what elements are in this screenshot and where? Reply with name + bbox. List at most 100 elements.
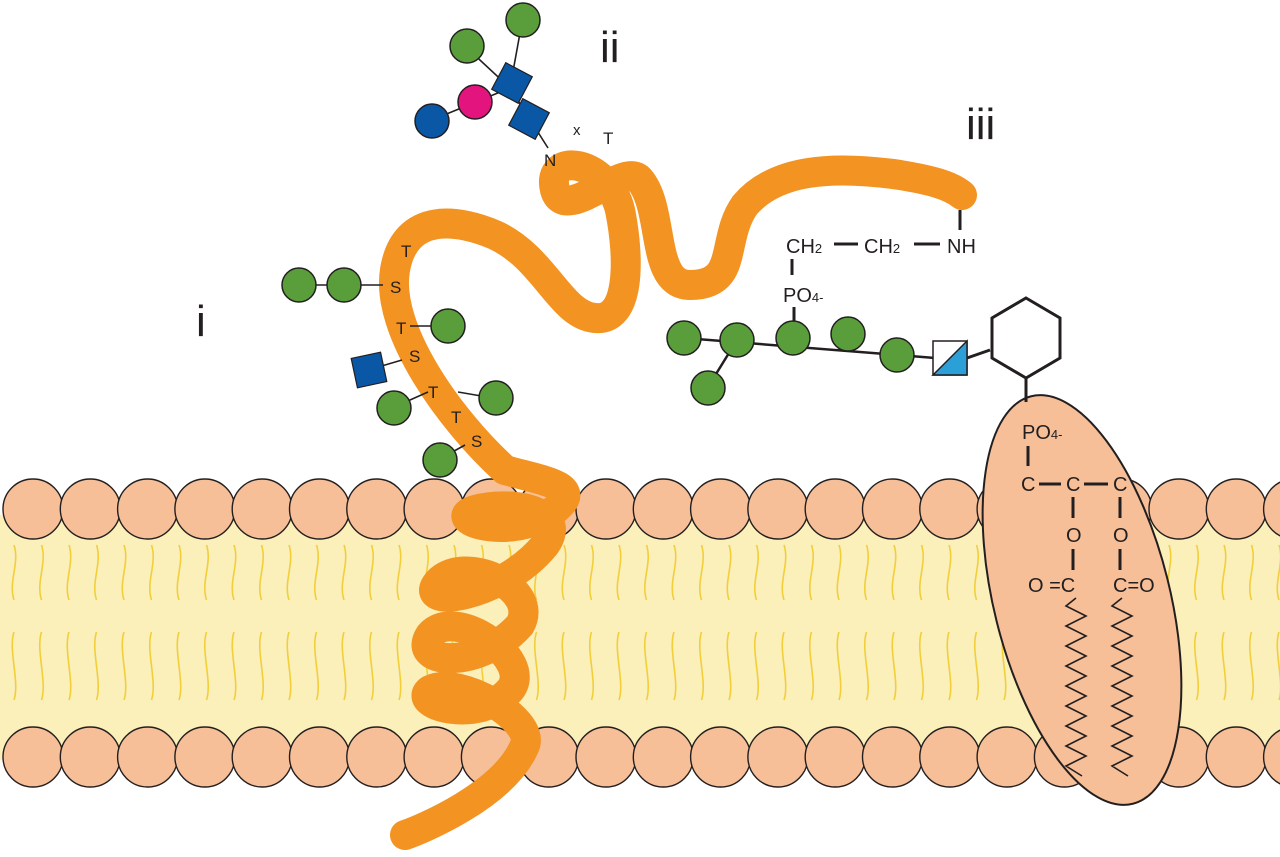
glycerol-c2: C	[1066, 474, 1080, 496]
n-motif-threonine: T	[603, 129, 613, 148]
glcnac-square-icon	[490, 61, 534, 105]
lipid-tail	[396, 631, 402, 701]
gpi-ch2-b-sub: 2	[893, 241, 900, 256]
lipid-tail	[726, 544, 732, 601]
lipid-head	[2, 478, 64, 540]
galactose-circle-icon	[422, 442, 458, 478]
lipid-tail	[1221, 544, 1227, 601]
mannose-circle-icon	[830, 316, 866, 352]
lipid-head	[288, 726, 351, 788]
lipid-tail	[836, 544, 842, 601]
lipid-tail	[11, 631, 17, 701]
gpi-phosphate-top-charge: 4-	[812, 290, 824, 305]
lipid-head	[747, 478, 809, 540]
lipid-tail	[726, 631, 732, 701]
lipid-tail	[231, 631, 237, 701]
glycerol-c3: C	[1113, 474, 1127, 496]
lipid-tail	[671, 544, 677, 601]
carbonyl-right: C=O	[1113, 575, 1155, 597]
lipid-head	[575, 478, 637, 540]
glucosamine-split-square-icon	[931, 339, 968, 376]
mannose-circle-icon	[719, 322, 755, 358]
gpi-anchor: NH CH2 CH2 PO4- PO4- C C C O O	[666, 210, 1155, 777]
lipid-tail	[864, 544, 869, 601]
residue-label: S	[471, 432, 482, 451]
gpi-nh: NH	[947, 236, 976, 258]
lipid-head	[1205, 726, 1268, 788]
lipid-head	[919, 478, 981, 540]
residue-label: S	[409, 347, 420, 366]
o-glycans	[281, 267, 514, 478]
lipid-head	[59, 726, 122, 788]
lipid-head	[861, 726, 924, 788]
lipid-tail	[369, 544, 374, 601]
inositol-hexagon-icon	[990, 296, 1062, 380]
lipid-tail	[918, 631, 925, 701]
galactose-circle-icon	[326, 267, 362, 303]
lipid-tail	[836, 631, 842, 701]
lipid-head	[346, 726, 408, 788]
lipid-tail	[946, 631, 952, 701]
n-motif-any-residue: x	[573, 122, 581, 139]
lipid-head	[116, 726, 179, 788]
lipid-tail	[1276, 631, 1280, 701]
lipid-head	[116, 478, 179, 540]
lipid-tail	[368, 631, 375, 701]
gpi-phosphate-top: PO	[783, 285, 812, 307]
lipid-tail	[341, 544, 347, 601]
lipid-tail	[286, 631, 292, 701]
lipid-head	[919, 726, 981, 788]
lipid-tail	[1249, 544, 1254, 601]
lipid-tail	[341, 631, 347, 701]
o-glycosylation-residues: T S T S T T S	[390, 242, 482, 451]
lipid-tail	[808, 631, 815, 701]
lipid-tail	[644, 544, 649, 601]
lipid-head	[747, 726, 809, 788]
mannose-circle-icon	[690, 370, 726, 406]
residue-label: T	[396, 319, 406, 338]
fatty-acid-chain-right	[1110, 597, 1134, 777]
lipid-head	[174, 726, 236, 788]
lipid-tail	[148, 631, 155, 701]
lipid-tail	[314, 544, 319, 601]
lipid-tail	[946, 544, 952, 601]
lipid-tail	[919, 544, 924, 601]
residue-label: T	[401, 242, 411, 261]
glcnac-square-icon	[507, 97, 551, 141]
glcnac-square-icon	[350, 351, 388, 389]
lipid-head	[689, 726, 752, 788]
lipid-tail	[1248, 631, 1255, 701]
lipid-tail	[231, 544, 237, 601]
residue-label: T	[451, 408, 461, 427]
lipid-tail	[974, 544, 979, 601]
gpi-lipid-body	[981, 394, 1183, 806]
svg-text:PO4-: PO4-	[1022, 422, 1062, 444]
n-motif-asparagine: N	[544, 151, 556, 170]
lipid-head	[976, 726, 1038, 788]
lipid-heads-inner-leaflet	[2, 726, 1280, 788]
lipid-tail	[39, 544, 44, 601]
lipid-tail	[1193, 631, 1200, 701]
lipid-tail	[891, 544, 897, 601]
galactose-circle-icon	[505, 2, 541, 38]
lipid-tail	[588, 631, 595, 701]
lipid-tail	[313, 631, 320, 701]
lipid-tail	[533, 631, 540, 701]
fatty-acid-chain-left	[1064, 597, 1088, 777]
lipid-head	[59, 478, 122, 540]
lipid-head	[346, 478, 408, 540]
carbonyl-left: O =C	[1028, 575, 1075, 597]
label-iii: iii	[966, 100, 995, 149]
lipid-head	[403, 726, 465, 788]
lipid-tail	[699, 544, 704, 601]
lipid-tail	[616, 631, 622, 701]
mannose-circle-icon	[775, 320, 811, 356]
lipid-tail	[66, 631, 72, 701]
ester-oxygen-left: O	[1066, 525, 1082, 547]
lipid-tail	[259, 544, 264, 601]
mannose-circle-icon	[414, 103, 450, 139]
svg-text:PO4-: PO4-	[783, 285, 823, 307]
lipid-tail	[671, 631, 677, 701]
galactose-circle-icon	[281, 267, 317, 303]
lipid-head	[1262, 729, 1280, 785]
